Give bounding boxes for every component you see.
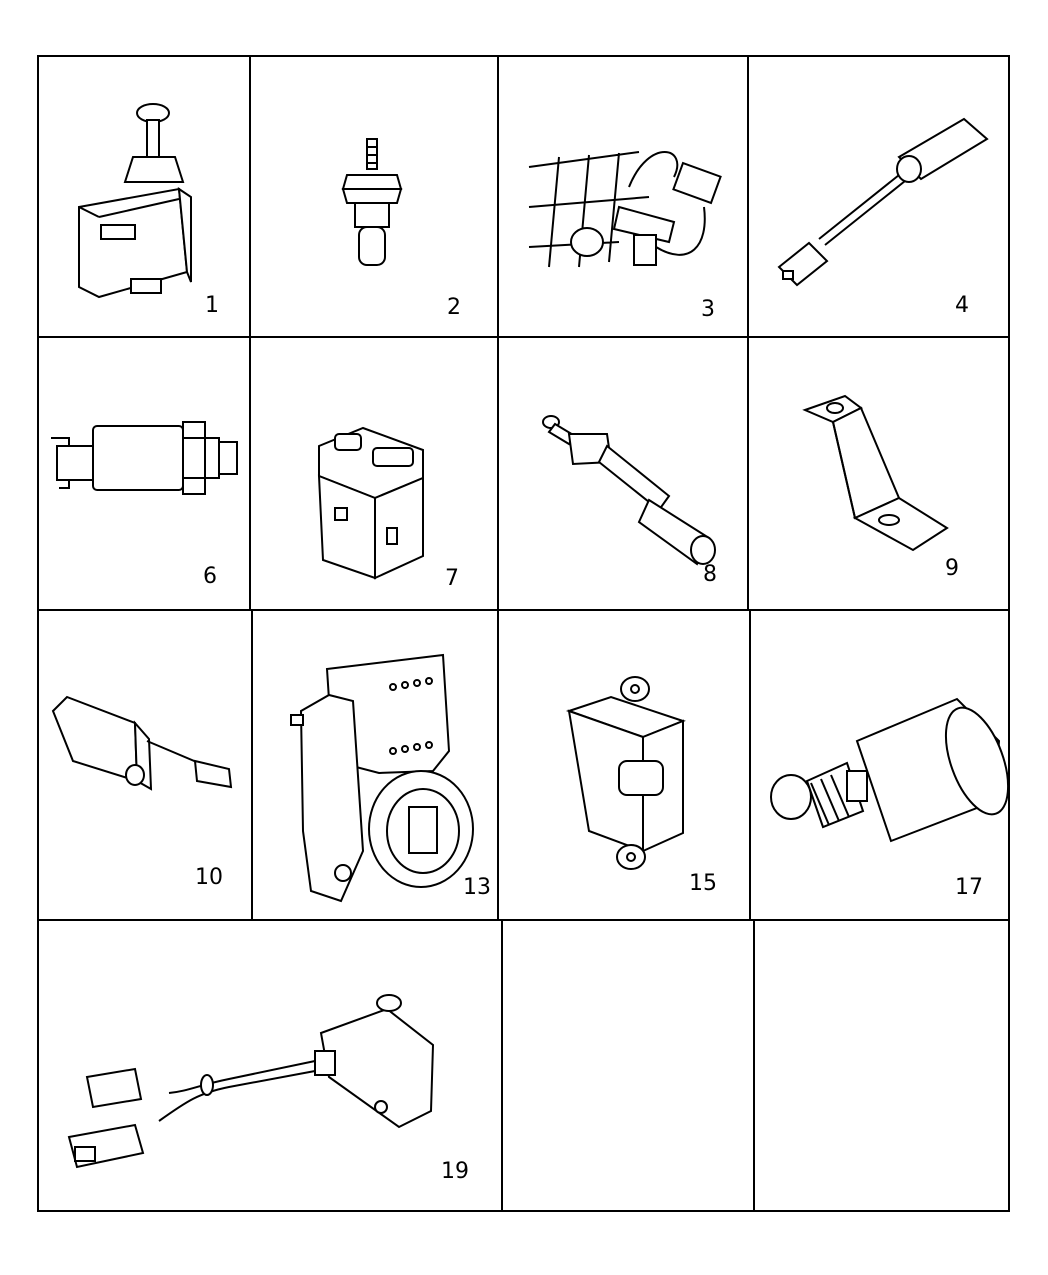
cell-part-8: 8 <box>497 336 749 611</box>
part-number-label: 8 <box>703 562 717 587</box>
threaded-pressure-switch-illustration <box>39 338 253 613</box>
cell-part-2: 2 <box>249 55 499 338</box>
knob-switch-illustration <box>751 611 1012 923</box>
plunger-switch-illustration <box>499 338 751 613</box>
mounting-bracket-illustration <box>749 338 1012 613</box>
cell-part-15: 15 <box>497 609 751 921</box>
parts-diagram-grid: 1 2 3 <box>37 55 1010 1212</box>
cell-part-10: 10 <box>37 609 253 921</box>
bracket-sensor-illustration <box>499 57 751 340</box>
part-number-label: 15 <box>689 871 717 896</box>
module-with-lead-illustration <box>39 611 255 923</box>
cell-part-19: 19 <box>37 919 503 1212</box>
ignition-switch-housing-illustration <box>253 611 501 923</box>
cell-part-7: 7 <box>249 336 499 611</box>
brake-lamp-switch-illustration <box>39 57 253 340</box>
part-number-label: 7 <box>445 566 459 591</box>
cell-part-6: 6 <box>37 336 251 611</box>
switch-with-harness-illustration <box>39 921 505 1214</box>
cell-part-1: 1 <box>37 55 251 338</box>
part-number-label: 10 <box>195 865 223 890</box>
part-number-label: 13 <box>463 875 491 900</box>
part-number-label: 2 <box>447 295 461 320</box>
part-number-label: 6 <box>203 564 217 589</box>
window-switch-illustration <box>499 611 753 923</box>
pressure-sender-illustration <box>251 57 501 340</box>
sensor-with-lead-illustration <box>749 57 1012 340</box>
cell-part-17: 17 <box>749 609 1010 921</box>
cell-empty-2 <box>753 919 1010 1212</box>
part-number-label: 9 <box>945 556 959 581</box>
cell-part-13: 13 <box>251 609 499 921</box>
cell-part-9: 9 <box>747 336 1010 611</box>
part-number-label: 1 <box>205 293 219 318</box>
part-number-label: 3 <box>701 297 715 322</box>
part-number-label: 17 <box>955 875 983 900</box>
part-number-label: 19 <box>441 1159 469 1184</box>
part-number-label: 4 <box>955 293 969 318</box>
cell-empty-1 <box>501 919 755 1212</box>
cell-part-3: 3 <box>497 55 749 338</box>
rocker-switch-illustration <box>251 338 501 613</box>
cell-part-4: 4 <box>747 55 1010 338</box>
